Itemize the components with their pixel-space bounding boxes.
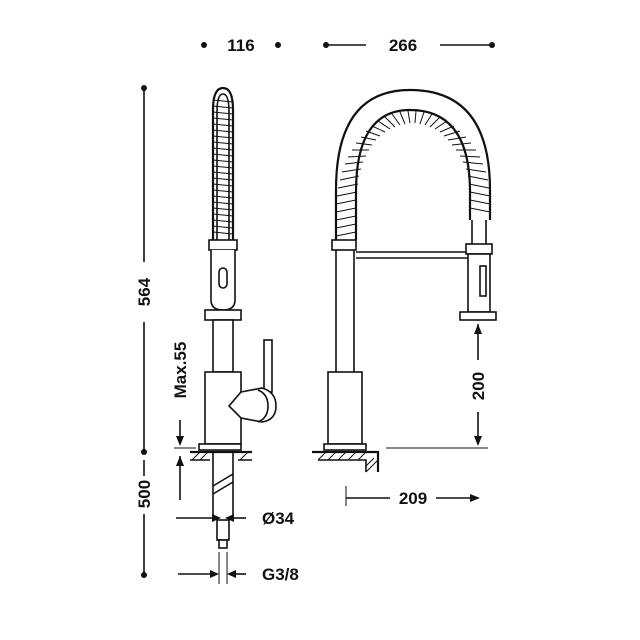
dim-hole-diameter: Ø34 <box>176 509 295 528</box>
dim-connection: G3/8 <box>178 552 299 584</box>
dim-max-deck-label: Max.55 <box>171 342 190 399</box>
dim-below-deck: 500 <box>135 460 154 578</box>
side-spring-coils <box>212 99 234 235</box>
dim-spout-reach-label: 209 <box>399 489 427 508</box>
dim-total-height-label: 564 <box>135 277 154 306</box>
dim-total-height: 564 <box>135 85 154 455</box>
dim-side-width: 116 <box>201 36 281 55</box>
dim-front-width-label: 266 <box>389 36 417 55</box>
front-spring-coils <box>335 110 491 237</box>
side-view-faucet <box>190 86 277 549</box>
dim-hole-diameter-label: Ø34 <box>262 509 295 528</box>
dim-below-deck-label: 500 <box>135 480 154 508</box>
dim-max-deck: Max.55 <box>171 342 196 500</box>
dim-connection-label: G3/8 <box>262 565 299 584</box>
dim-front-width: 266 <box>323 36 495 55</box>
front-view-faucet <box>312 88 497 473</box>
dim-spout-reach: 209 <box>345 486 480 508</box>
side-deck-hatch <box>190 451 252 461</box>
dim-spout-clearance-label: 200 <box>469 372 488 400</box>
dim-side-width-label: 116 <box>227 36 254 55</box>
dim-spout-clearance: 200 <box>469 324 488 446</box>
